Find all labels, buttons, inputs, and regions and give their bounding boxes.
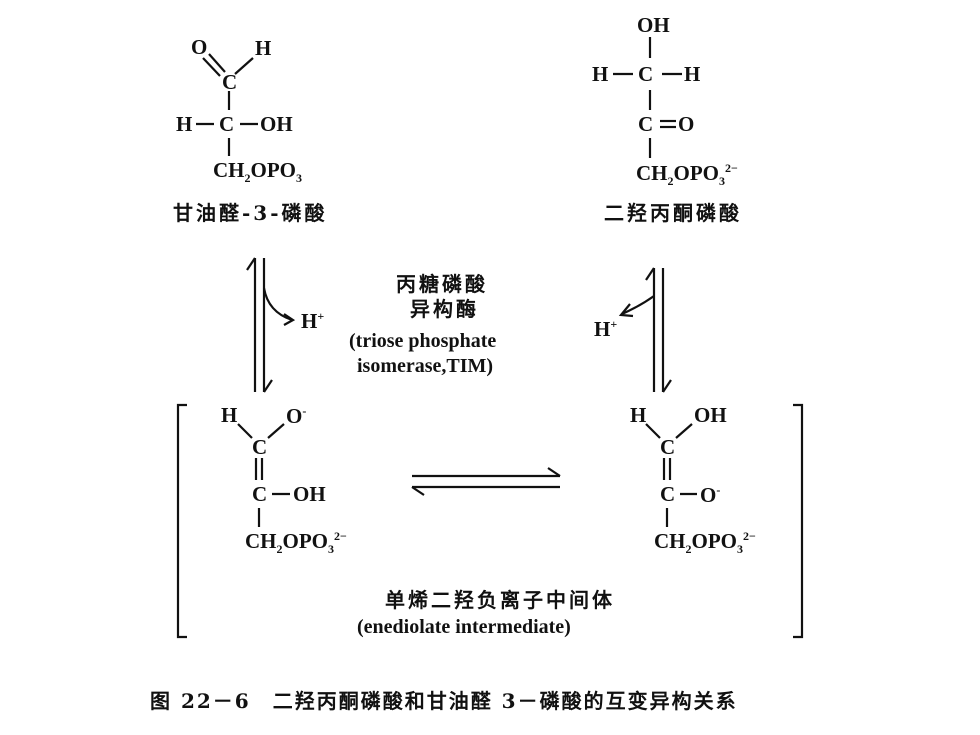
intermediate-label-cn: 单烯二羟负离子中间体 <box>385 588 615 612</box>
g3p-name: 甘油醛-3-磷酸 <box>173 201 328 225</box>
right-eq-arrow-up-head <box>645 267 655 281</box>
left-proton-curve-head <box>283 313 296 326</box>
g3p-hydrogen-left: H <box>176 112 193 136</box>
left-proton-label: H+ <box>301 309 325 333</box>
g3p-carbon-2: C <box>219 112 235 136</box>
enl-phosphate-group: CH2OPO32− <box>245 529 347 557</box>
g3p-phosphate-group: CH2OPO3 <box>213 158 302 186</box>
enr-hydroxyl: OH <box>694 403 727 427</box>
enzyme-name-en-line2: isomerase,TIM) <box>357 355 494 377</box>
right-proton-curve <box>621 295 655 316</box>
right-bracket <box>793 403 804 639</box>
dhap-phosphate-group: CH2OPO32− <box>636 161 738 189</box>
g3p-co-double-bond-a <box>202 57 221 77</box>
left-eq-arrow-up-head <box>246 257 256 271</box>
g3p-co-double-bond-b <box>208 53 226 73</box>
dhap-name: 二羟丙酮磷酸 <box>604 201 742 225</box>
enzyme-name-en-line1: (triose phosphate <box>349 330 497 352</box>
g3p-carbon-1: C <box>222 70 238 94</box>
enr-h-c-bond <box>645 423 661 439</box>
enr-carbon-1: C <box>660 435 676 459</box>
enr-oxygen: O- <box>700 483 721 507</box>
g3p-aldehyde-hydrogen: H <box>255 36 272 60</box>
left-proton-curve <box>262 287 293 322</box>
center-eq-arrow-left-head <box>411 486 425 496</box>
right-proton-label: H+ <box>594 317 618 341</box>
enl-carbon-2: C <box>252 482 268 506</box>
intermediate-label-en: (enediolate intermediate) <box>357 616 571 638</box>
g3p-aldehyde-oxygen: O <box>191 35 208 59</box>
dhap-hydrogen-left: H <box>592 62 609 86</box>
enl-hydrogen: H <box>221 403 238 427</box>
enr-c-oh-bond <box>675 423 693 439</box>
right-proton-curve-head <box>618 303 634 318</box>
enl-hydroxyl: OH <box>293 482 326 506</box>
right-eq-arrow-down-head <box>662 379 672 393</box>
enr-hydrogen: H <box>630 403 647 427</box>
left-eq-arrow-down-head <box>263 379 273 393</box>
left-bracket <box>176 403 187 639</box>
enl-carbon-1: C <box>252 435 268 459</box>
center-eq-arrow-right-head <box>547 467 561 477</box>
dhap-carbon-2: C <box>638 112 654 136</box>
g3p-hydroxyl: OH <box>260 112 293 136</box>
enr-carbon-2: C <box>660 482 676 506</box>
dhap-hydroxyl-top: OH <box>637 13 670 37</box>
enl-h-c-bond <box>237 423 253 439</box>
dhap-carbon-1: C <box>638 62 654 86</box>
dhap-carbonyl-oxygen: O <box>678 112 695 136</box>
dhap-hydrogen-right: H <box>684 62 701 86</box>
enzyme-name-cn-line2: 异构酶 <box>410 297 479 321</box>
enl-c-o-bond <box>267 423 285 439</box>
enr-phosphate-group: CH2OPO32− <box>654 529 756 557</box>
enzyme-name-cn-line1: 丙糖磷酸 <box>396 272 488 296</box>
enl-oxygen: O- <box>286 404 307 428</box>
g3p-ch-bond <box>234 57 254 75</box>
figure-caption: 图 22－6 二羟丙酮磷酸和甘油醛 3－磷酸的互变异构关系 <box>150 689 738 713</box>
